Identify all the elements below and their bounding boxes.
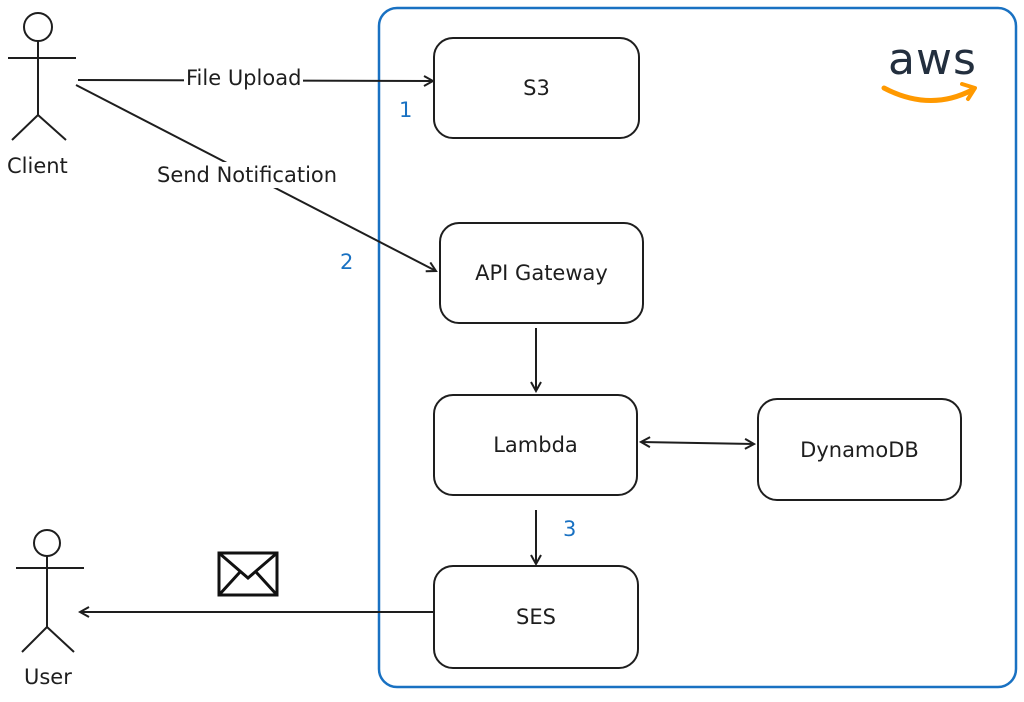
user-person-icon: [16, 529, 84, 653]
actor-user-label: User: [24, 665, 72, 689]
node-api-gateway-label: API Gateway: [475, 261, 608, 285]
step-number-3: 3: [563, 517, 577, 541]
node-s3[interactable]: S3: [433, 37, 640, 139]
node-api-gateway[interactable]: API Gateway: [439, 222, 644, 324]
node-ses-label: SES: [516, 605, 556, 629]
step-number-1: 1: [399, 98, 413, 122]
arrow-lambda-dynamodb: [641, 442, 754, 444]
node-lambda[interactable]: Lambda: [433, 394, 638, 496]
aws-logo: [881, 82, 977, 103]
actor-client-label: Client: [7, 154, 68, 178]
aws-wordmark: aws: [880, 36, 984, 110]
node-dynamodb[interactable]: DynamoDB: [757, 398, 962, 501]
node-lambda-label: Lambda: [493, 433, 578, 457]
step-number-2: 2: [340, 250, 354, 274]
node-ses[interactable]: SES: [433, 565, 639, 669]
client-person-icon: [8, 12, 76, 141]
aws-logo-text: aws: [888, 34, 977, 85]
node-s3-label: S3: [523, 76, 550, 100]
node-dynamodb-label: DynamoDB: [800, 437, 919, 462]
envelope-icon: [217, 551, 279, 597]
edge-label-send-notification: Send Notification: [155, 162, 340, 188]
aws-cloud-container: [377, 6, 1018, 689]
edge-label-file-upload: File Upload: [184, 65, 304, 91]
